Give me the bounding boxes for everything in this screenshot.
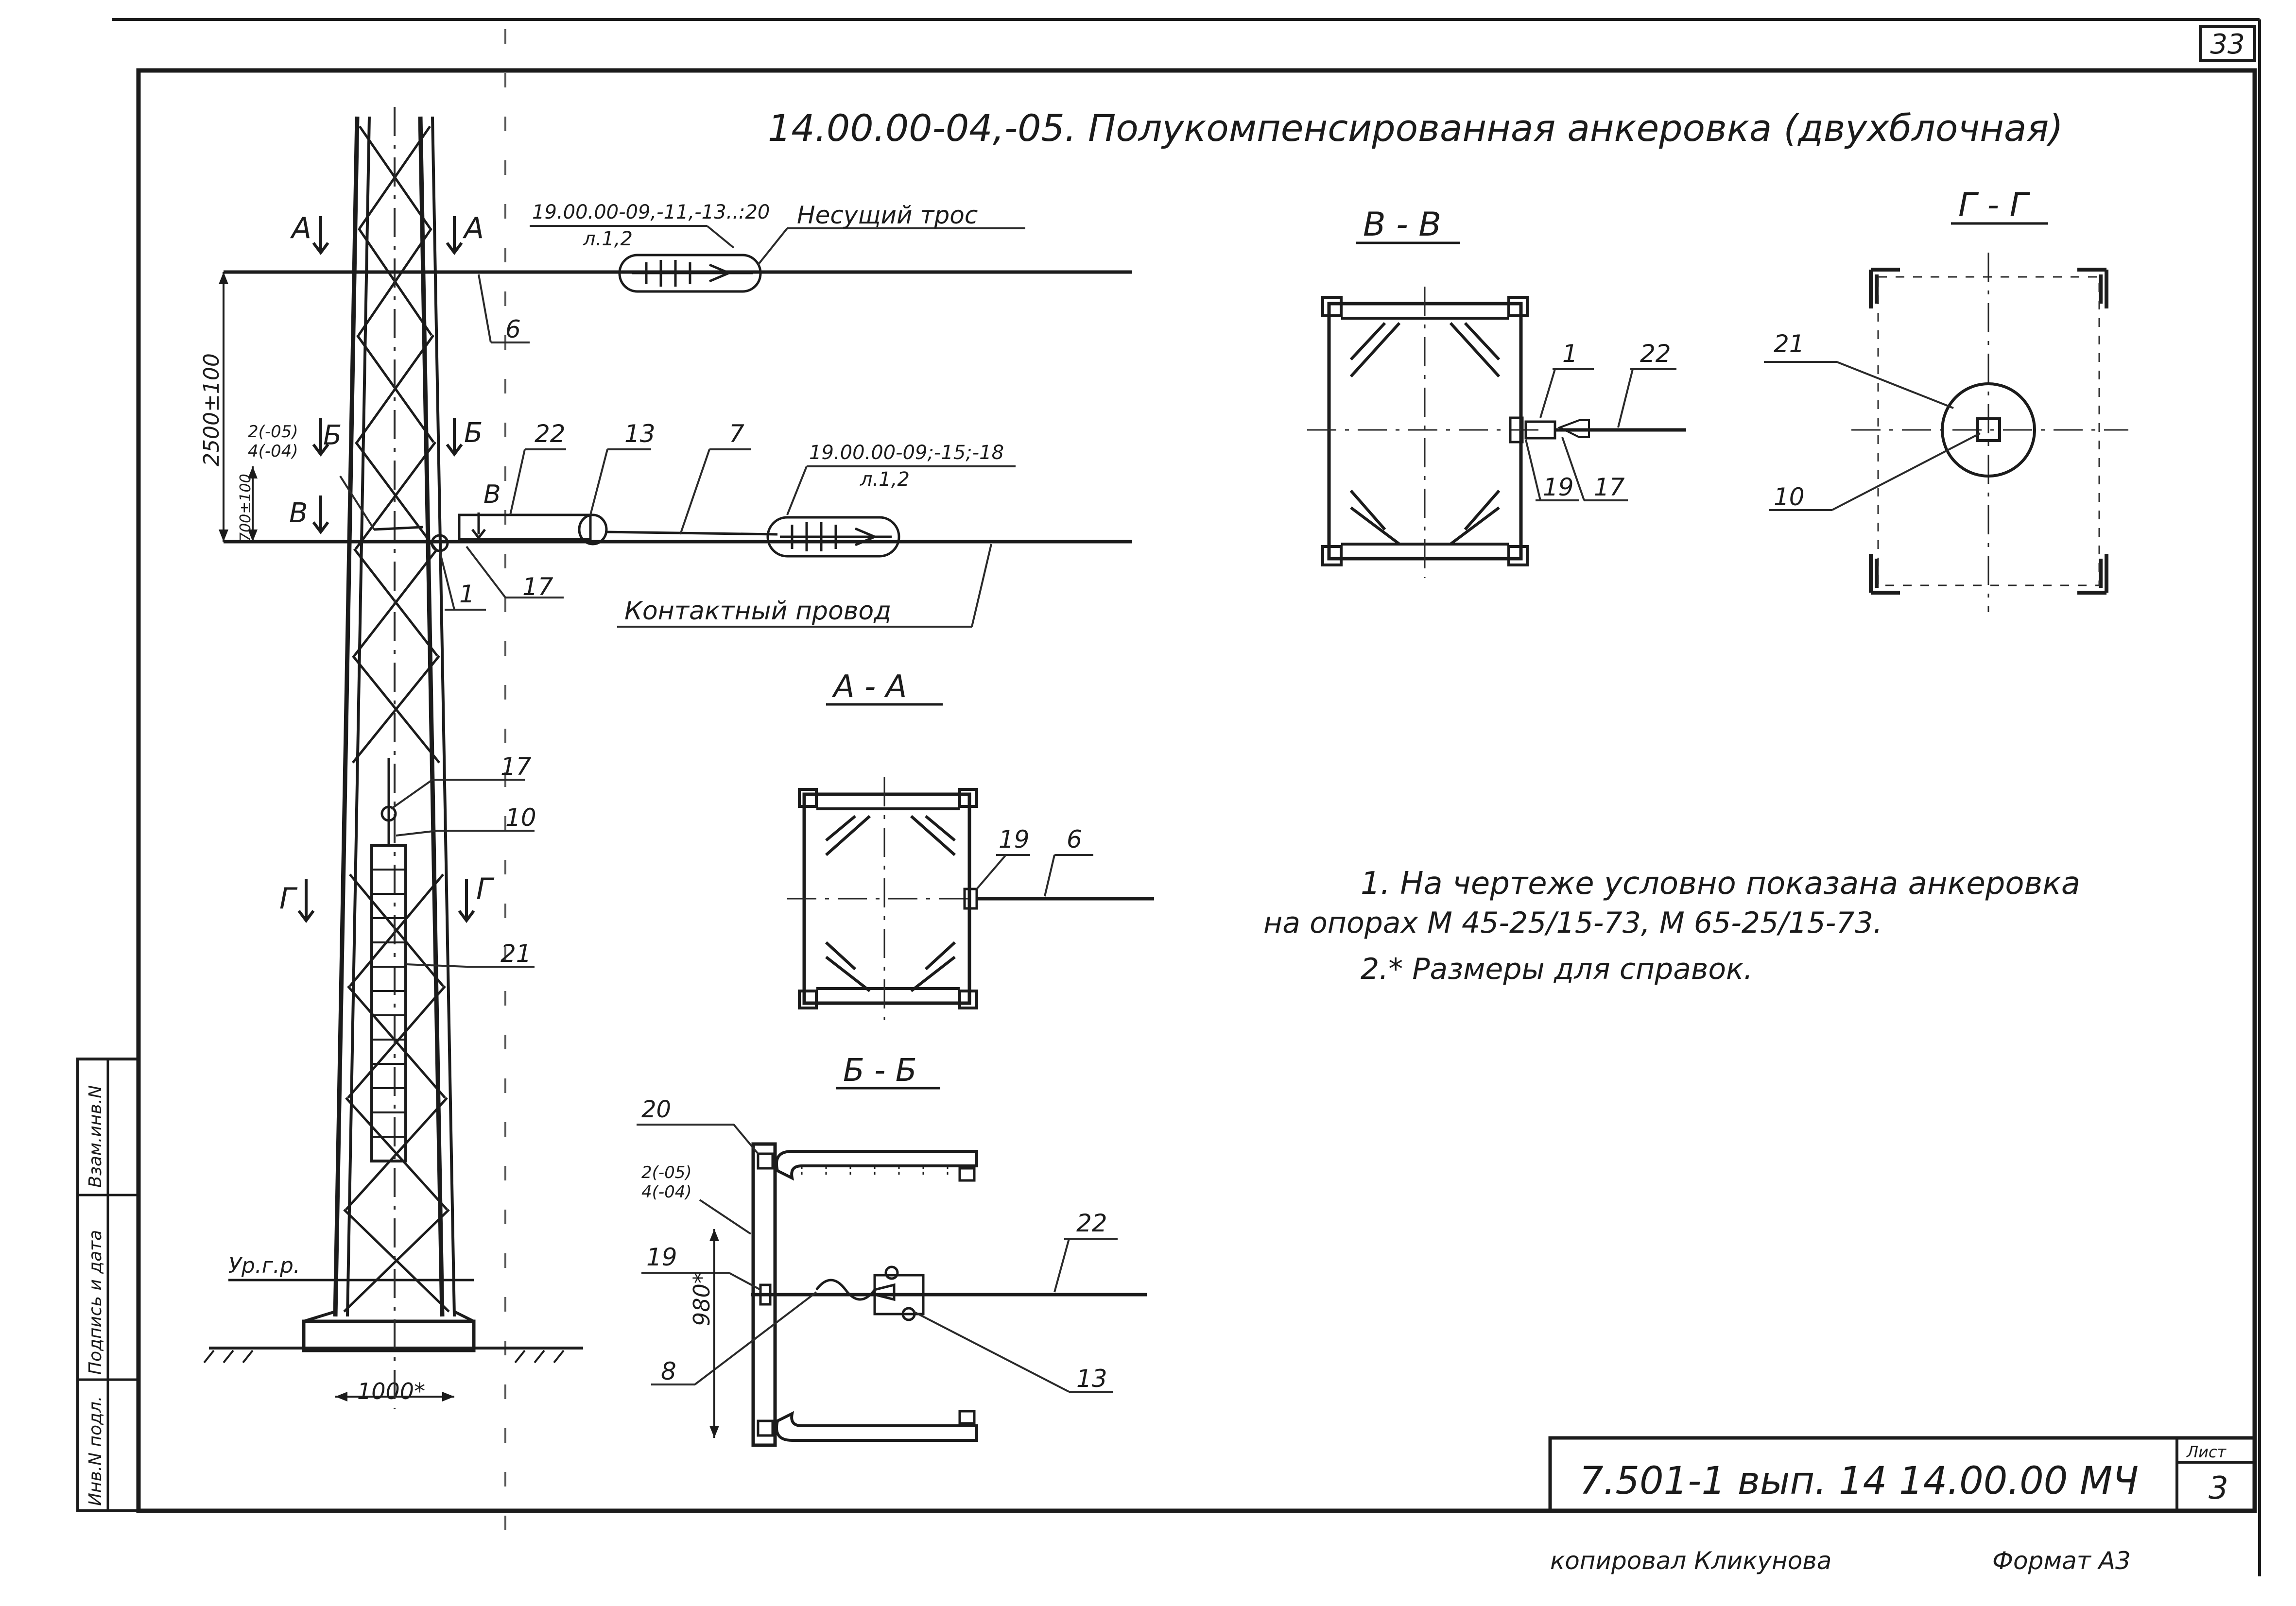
section-gg: Г - Г 21 10 — [1764, 186, 2128, 612]
carrier-cable-anchor: Несущий трос 19.00.00-09,-11,-13..:20 л.… — [224, 201, 1132, 343]
bb-pos-2: 2(-05) — [641, 1163, 692, 1182]
pos-1-main: 1 — [459, 580, 475, 608]
dim-vertical-total: 2500±100 — [199, 353, 224, 466]
marker-v-left: В — [289, 497, 308, 529]
bb-pos-2-4: 2(-05) 4(-04) — [641, 1163, 697, 1202]
sheet-label: Лист — [2186, 1443, 2227, 1461]
marker-b-right: Б — [464, 417, 483, 449]
pos-2-4-main: 2(-05) 4(-04) — [248, 422, 304, 461]
stamp-inv-no: Инв.N подл. — [86, 1396, 105, 1506]
bb-pos-22: 22 — [1076, 1209, 1107, 1237]
callout-upper-sheet: л.1,2 — [583, 228, 633, 250]
section-aa-title: А - А — [831, 669, 907, 705]
callout-lower-sheet: л.1,2 — [860, 468, 910, 491]
pos-10-mast: 10 — [505, 803, 536, 832]
contact-wire-anchor: 19.00.00-09;-15;-18 л.1,2 Контактный про… — [224, 420, 1132, 628]
vv-pos-17: 17 — [1594, 473, 1625, 501]
title-block: 7.501-1 вып. 14 14.00.00 МЧ Лист 3 — [1548, 1436, 2257, 1513]
section-vv: В - В 1 22 19 17 — [1307, 205, 1686, 578]
sheet-title: 14.00.00-04,-05. Полукомпенсированная ан… — [768, 106, 2063, 150]
gg-pos-21: 21 — [1774, 330, 1805, 358]
section-aa: А - А 19 6 — [787, 669, 1154, 1020]
label-contact-wire: Контактный провод — [624, 597, 891, 626]
marker-v-right: В — [483, 480, 501, 509]
bb-pos-13: 13 — [1076, 1365, 1107, 1393]
callout-upper-insulator: 19.00.00-09,-11,-13..:20 — [532, 201, 770, 223]
note-1-line-2: на опорах М 45-25/15-73, М 65-25/15-73. — [1263, 906, 1882, 940]
page-number: 33 — [2210, 29, 2244, 60]
sheet-frame: 33 — [112, 18, 2261, 1576]
pos-13-main: 13 — [624, 420, 656, 448]
bb-pos-8: 8 — [661, 1357, 676, 1385]
side-stamp: Взам.инв.N Подпись и дата Инв.N подл. — [76, 1058, 140, 1512]
sheet-number: 3 — [2209, 1470, 2228, 1506]
bb-dim-980: 980* — [689, 1272, 715, 1326]
pos-7-main: 7 — [729, 420, 744, 448]
copied-by: копировал Кликунова — [1550, 1547, 1831, 1575]
note-2: 2.* Размеры для справок. — [1361, 952, 1753, 986]
dimensions-vertical: 2500±100 700±100 — [199, 272, 258, 542]
counterweight-stack — [370, 758, 407, 1162]
pos-17-main: 17 — [522, 573, 553, 601]
bb-pos-20: 20 — [641, 1096, 671, 1123]
marker-a-left: А — [290, 211, 311, 245]
bb-pos-4: 4(-04) — [641, 1182, 692, 1202]
stamp-signature-date: Подпись и дата — [86, 1230, 105, 1375]
section-gg-title: Г - Г — [1958, 186, 2031, 224]
page-number-box — [2199, 25, 2256, 62]
vv-pos-19: 19 — [1543, 473, 1574, 501]
vv-pos-1: 1 — [1562, 340, 1578, 368]
pos-2-main: 2(-05) — [248, 422, 298, 442]
aa-pos-19: 19 — [999, 825, 1030, 854]
notes: 1. На чертеже условно показана анкеровка… — [1263, 866, 2080, 986]
gg-pos-10: 10 — [1774, 483, 1805, 511]
format-label: Формат А3 — [1992, 1547, 2131, 1575]
pos-17-mast: 17 — [501, 752, 532, 781]
pos-4-main: 4(-04) — [248, 442, 298, 461]
section-bb: Б - Б 20 2(-05) 4(-04) 19 8 22 — [637, 1053, 1147, 1447]
aa-pos-6: 6 — [1067, 825, 1082, 854]
section-markers: А А Б Б В В Г Г — [279, 211, 501, 923]
marker-g-right: Г — [476, 872, 495, 906]
ground-level-label: Ур.г.р. — [228, 1253, 300, 1278]
bb-pos-19: 19 — [646, 1243, 677, 1271]
vv-pos-22: 22 — [1640, 340, 1671, 368]
mast-callouts: 17 10 21 — [390, 752, 536, 968]
stamp-replace-inv: Взам.инв.N — [86, 1085, 105, 1188]
dim-vertical-lower: 700±100 — [237, 474, 254, 542]
pos-6-main: 6 — [505, 315, 521, 343]
pos-22-main: 22 — [535, 420, 566, 448]
callout-lower-insulator: 19.00.00-09;-15;-18 — [809, 442, 1004, 464]
designation: 7.501-1 вып. 14 14.00.00 МЧ — [1579, 1459, 2139, 1503]
marker-g-left: Г — [279, 882, 298, 916]
section-bb-title: Б - Б — [843, 1053, 917, 1089]
section-vv-title: В - В — [1363, 205, 1441, 244]
pos-21-mast: 21 — [501, 940, 532, 968]
marker-a-right: А — [462, 211, 484, 245]
lattice-mast: Ур.г.р. 1000* — [203, 107, 583, 1409]
note-1-line-1: 1. На чертеже условно показана анкеровка — [1361, 866, 2080, 902]
dim-base: 1000* — [357, 1378, 425, 1404]
label-carrier-cable: Несущий трос — [797, 201, 978, 229]
